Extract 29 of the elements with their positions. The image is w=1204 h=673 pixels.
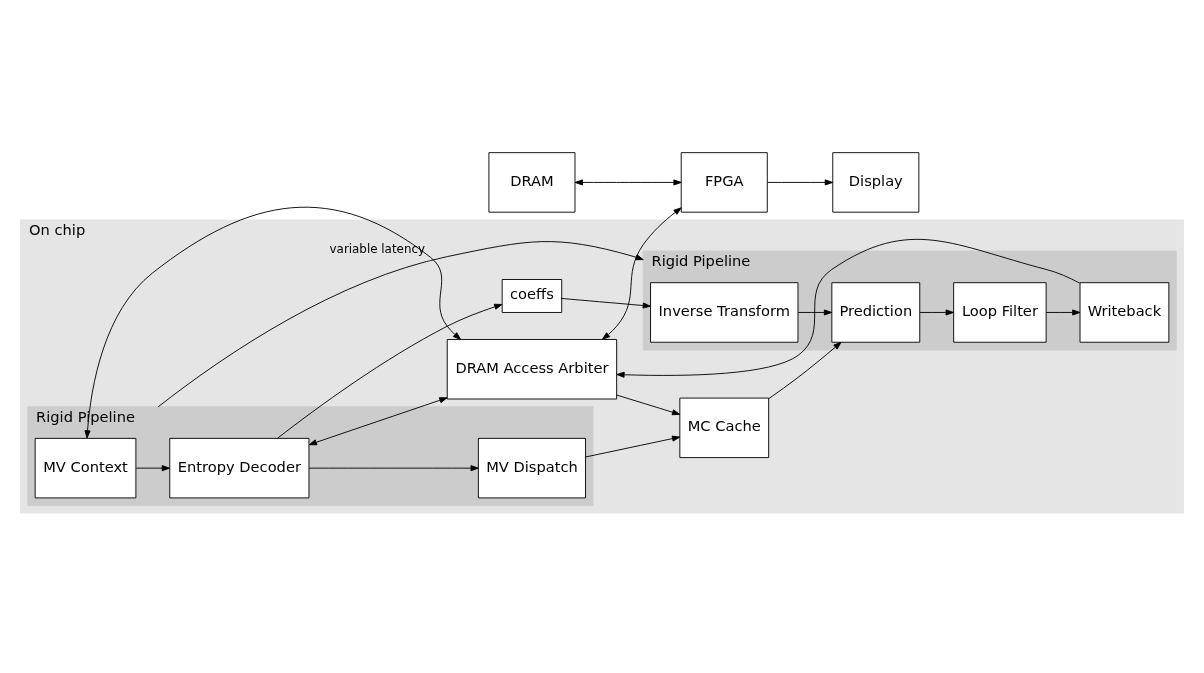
arrow (767, 179, 833, 186)
arrow (308, 397, 448, 446)
arrow (585, 435, 681, 458)
node-box: MC Cache (679, 397, 770, 459)
arrow (797, 309, 833, 316)
node-box: Prediction (831, 282, 921, 343)
node-box: Inverse Transform (650, 282, 799, 343)
node-box: DRAM (488, 152, 576, 213)
arrow (308, 465, 479, 472)
arrow (602, 207, 682, 340)
node-box: coeffs (501, 279, 563, 313)
node-box: Writeback (1079, 282, 1170, 343)
node-box: MV Context (34, 437, 137, 499)
arrow (277, 303, 503, 439)
arrow (616, 238, 1081, 378)
node-box: DRAM Access Arbiter (446, 339, 618, 400)
node-box: MV Dispatch (477, 437, 586, 499)
arrow (1045, 309, 1081, 316)
arrow (768, 341, 842, 400)
arrow (919, 309, 954, 316)
arrow (616, 394, 681, 416)
arrow (135, 465, 170, 472)
node-box: Display (832, 152, 920, 213)
node-box: Entropy Decoder (169, 437, 310, 499)
arrow (574, 179, 682, 186)
arrow (561, 298, 651, 309)
node-box: FPGA (680, 152, 768, 213)
arrow (84, 207, 462, 439)
node-box: Loop Filter (953, 282, 1047, 343)
